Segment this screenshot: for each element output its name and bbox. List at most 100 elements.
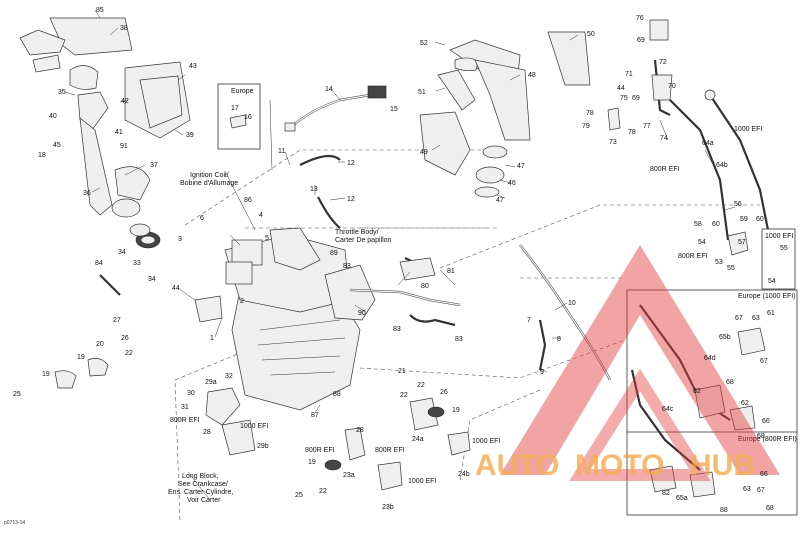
europe-box bbox=[217, 83, 261, 150]
callout-45: 45 bbox=[53, 142, 61, 149]
callout-73: 73 bbox=[609, 139, 617, 146]
duct-long-part bbox=[79, 117, 113, 216]
callout-72: 72 bbox=[659, 59, 667, 66]
europe-efi-box bbox=[626, 289, 798, 516]
europe-1000-label: Europe (1000 EFI) bbox=[738, 293, 796, 300]
callout-52: 52 bbox=[420, 40, 428, 47]
engine-block bbox=[194, 227, 376, 411]
callout-3: 3 bbox=[178, 236, 182, 243]
europe-efi-inset: Europe (1000 EFI) Europe (800R EFI) bbox=[626, 289, 798, 516]
callout-65b: 65b bbox=[719, 334, 731, 341]
shield-bracket-part bbox=[437, 69, 476, 111]
figure-code: p0713-14 bbox=[4, 520, 25, 526]
callout-38: 38 bbox=[120, 25, 128, 32]
efi-small-label: 1000 EFI bbox=[765, 233, 793, 240]
europe-800r-label: Europe (800R EFI) bbox=[738, 436, 797, 443]
callout-80: 80 bbox=[421, 283, 429, 290]
callout-31: 31 bbox=[181, 404, 189, 411]
callout-84: 84 bbox=[95, 260, 103, 267]
bracket-part bbox=[194, 295, 223, 323]
europe-label: Europe bbox=[231, 88, 254, 95]
watermark-hub: HUB bbox=[690, 449, 755, 482]
throttle-cable-area bbox=[607, 19, 783, 269]
watermark-moto: MOTO bbox=[575, 449, 664, 482]
callout-26b: 26 bbox=[440, 389, 448, 396]
callout-54b: 54 bbox=[768, 278, 776, 285]
efi800-label-a: 800R EFI bbox=[170, 417, 200, 424]
callout-55b: 55 bbox=[780, 245, 788, 252]
callout-41: 41 bbox=[115, 129, 123, 136]
lower-mounts bbox=[54, 257, 471, 491]
mount-part bbox=[87, 358, 109, 377]
callout-30: 30 bbox=[187, 390, 195, 397]
callout-6: 6 bbox=[200, 215, 204, 222]
callout-46: 46 bbox=[508, 180, 516, 187]
bracket-800b-part bbox=[689, 471, 716, 498]
callout-87: 87 bbox=[311, 412, 319, 419]
throttle-label-en: Throttle Body/ bbox=[335, 229, 379, 236]
intake-assembly bbox=[19, 17, 191, 249]
mount-plate-3-part bbox=[447, 431, 471, 456]
watermark-auto: AUTO bbox=[475, 449, 559, 482]
callout-12b: 12 bbox=[347, 196, 355, 203]
callout-23a: 23a bbox=[343, 472, 355, 479]
efi1000-label-c: 1000 EFI bbox=[408, 478, 436, 485]
watermark-triangle bbox=[500, 245, 780, 475]
rubber-mount-2-part bbox=[324, 459, 342, 471]
callout-54a: 54 bbox=[698, 239, 706, 246]
mount-plate-2-part bbox=[377, 461, 403, 491]
efi800-label-b: 800R EFI bbox=[375, 447, 405, 454]
callout-53: 53 bbox=[715, 259, 723, 266]
exhaust-shields bbox=[419, 31, 591, 198]
efi-small-inset: 1000 EFI bbox=[761, 228, 796, 290]
intake-cover-part bbox=[49, 17, 133, 56]
callout-40: 40 bbox=[49, 113, 57, 120]
callout-10: 10 bbox=[568, 300, 576, 307]
pedal-bracket-part bbox=[727, 231, 749, 256]
callout-21a: 21 bbox=[398, 368, 406, 375]
callout-8: 8 bbox=[557, 336, 561, 343]
cover-part bbox=[324, 264, 376, 321]
clamp-part bbox=[111, 198, 141, 218]
airbox-inner-part bbox=[139, 75, 183, 129]
callout-74: 74 bbox=[660, 135, 668, 142]
callout-9: 9 bbox=[540, 369, 544, 376]
wiring-harness bbox=[284, 85, 387, 229]
efi1000-label-b: 1000 EFI bbox=[472, 438, 500, 445]
callout-91: 91 bbox=[120, 143, 128, 150]
intake-clip-part bbox=[32, 54, 61, 73]
callout-64d: 64d bbox=[704, 355, 716, 362]
callout-24b: 24b bbox=[458, 471, 470, 478]
mount-bracket-part bbox=[205, 387, 241, 426]
gasket-2-part bbox=[474, 186, 500, 198]
callout-29b: 29b bbox=[257, 443, 269, 450]
callout-67c: 67 bbox=[757, 487, 765, 494]
callout-48: 48 bbox=[528, 72, 536, 79]
callout-49: 49 bbox=[420, 149, 428, 156]
gasket-part bbox=[482, 145, 508, 159]
callout-66: 66 bbox=[762, 418, 770, 425]
heat-shield-panel-part bbox=[547, 31, 591, 86]
callout-69b: 69 bbox=[632, 95, 640, 102]
callout-75: 75 bbox=[620, 95, 628, 102]
callout-81: 81 bbox=[447, 268, 455, 275]
callout-86: 86 bbox=[244, 197, 252, 204]
ignition-coil-label-fr: Bobine d'Allumage bbox=[180, 180, 238, 187]
lever-part bbox=[607, 107, 621, 131]
callout-69a: 69 bbox=[637, 37, 645, 44]
muffler-part bbox=[474, 59, 531, 141]
callout-19a: 19 bbox=[77, 354, 85, 361]
callout-34a: 34 bbox=[118, 249, 126, 256]
mount-bracket-2-part bbox=[344, 427, 366, 461]
mount-bracket-3-part bbox=[409, 397, 439, 431]
callout-16: 16 bbox=[244, 114, 252, 121]
callout-70: 70 bbox=[668, 83, 676, 90]
duct-elbow-part bbox=[114, 166, 151, 201]
callout-63a: 63 bbox=[752, 315, 760, 322]
callout-19d: 19 bbox=[308, 459, 316, 466]
efi800-label-c: 800R EFI bbox=[305, 447, 335, 454]
callout-56: 56 bbox=[734, 201, 742, 208]
callout-65a: 65a bbox=[676, 495, 688, 502]
callout-68b: 68 bbox=[757, 433, 765, 440]
